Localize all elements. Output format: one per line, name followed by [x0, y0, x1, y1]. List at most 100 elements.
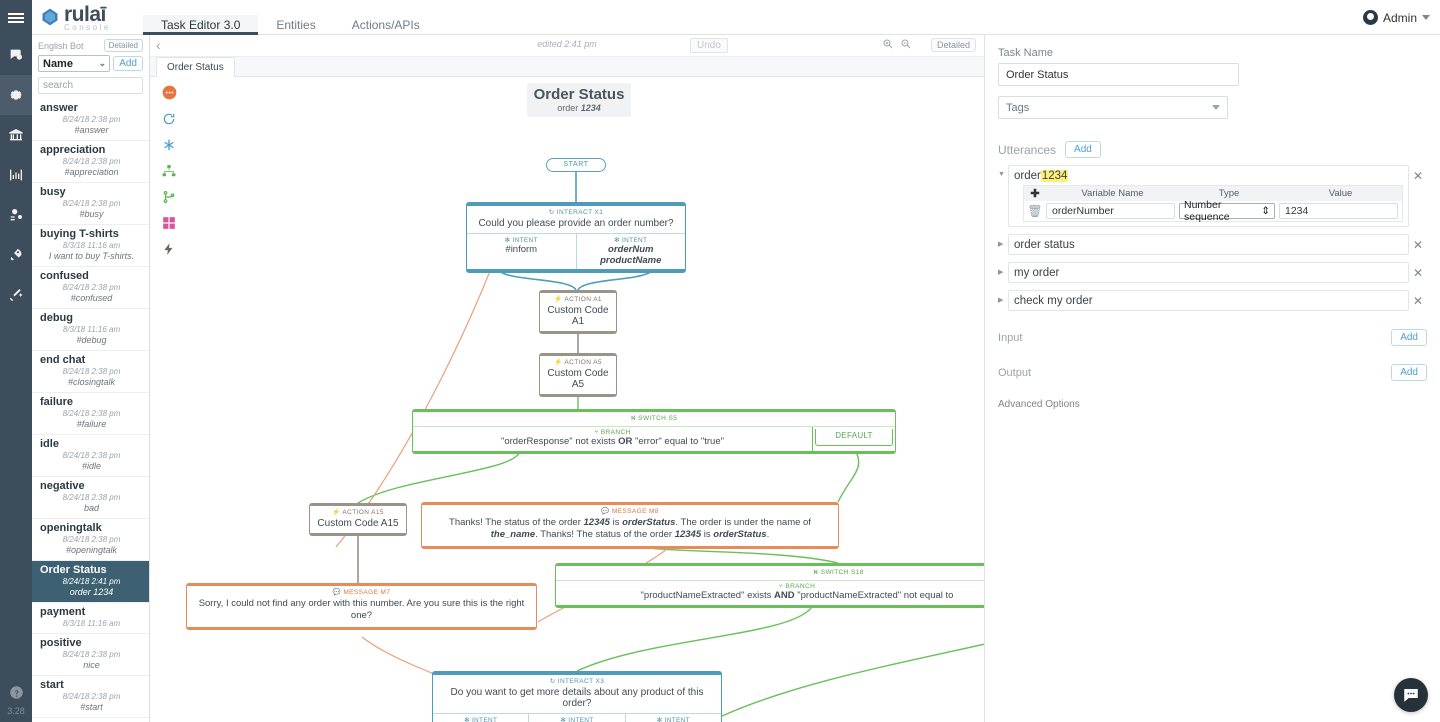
expand-toggle-icon[interactable]: ▼ [998, 171, 1005, 178]
node-interact-x3[interactable]: ↻ INTERACT X3 Do you want to get more de… [432, 671, 722, 722]
intent-slot[interactable]: ✻ INTENT #reject im done finished Não [529, 714, 626, 722]
message-icon[interactable] [162, 85, 177, 100]
close-icon[interactable]: ✕ [1412, 294, 1424, 308]
action-icon[interactable] [162, 242, 176, 256]
rail-item-tools[interactable] [0, 275, 32, 315]
task-date: 8/24/18 2:38 pm [62, 535, 121, 544]
menu-hamburger-icon[interactable] [0, 0, 32, 35]
node-start[interactable]: START [546, 158, 606, 172]
close-icon[interactable]: ✕ [1412, 266, 1424, 280]
back-icon[interactable]: ‹ [156, 37, 161, 53]
intent-value: orderNum productName [600, 244, 662, 266]
switch-branch[interactable]: ⑂ BRANCH "productNameExtracted" exists A… [556, 581, 984, 605]
intent-slot[interactable]: ✻ INTENT productName [626, 714, 721, 722]
switch-icon[interactable] [162, 164, 176, 178]
canvas-tab-order-status[interactable]: Order Status [156, 57, 235, 77]
task-date: 8/24/18 2:38 pm [62, 199, 121, 208]
utterance-input[interactable]: order 1234 [1014, 169, 1069, 182]
node-message-m8[interactable]: 💬 MESSAGE M8 Thanks! The status of the o… [421, 502, 839, 549]
search-input[interactable]: search [38, 77, 143, 94]
trash-icon[interactable]: 🗑 [1027, 204, 1043, 218]
sidebar-item-weather[interactable]: weather8/3/18 11:16 amWhat's the weather… [32, 718, 149, 722]
tab-entities[interactable]: Entities [276, 18, 316, 32]
add-task-button[interactable]: Add [113, 56, 143, 71]
table-row: 🗑 orderNumber Number sequence⇕ 1234 [1024, 199, 1402, 223]
chat-widget-button[interactable] [1394, 678, 1428, 712]
variable-type-select[interactable]: Number sequence⇕ [1179, 199, 1275, 223]
task-name: openingtalk [40, 522, 102, 534]
intent-slot[interactable]: ✻ INTENT #inform [467, 234, 577, 269]
stepper-icon: ⇕ [1261, 205, 1270, 217]
rail-item-bank[interactable] [0, 115, 32, 155]
switch-branch[interactable]: ⑂ BRANCH "orderResponse" not exists OR "… [413, 427, 813, 451]
add-variable-icon[interactable]: ✚ [1030, 188, 1040, 200]
rail-item-deploy[interactable] [0, 235, 32, 275]
task-name-input[interactable]: Order Status [998, 63, 1239, 86]
add-utterance-button[interactable]: Add [1065, 141, 1101, 158]
expand-toggle-icon[interactable]: ▶ [998, 297, 1004, 304]
variable-name-input[interactable]: orderNumber [1046, 203, 1175, 219]
switch-default[interactable]: DEFAULT [813, 427, 895, 451]
variable-value-input[interactable]: 1234 [1279, 203, 1398, 219]
sidebar-detailed-button[interactable]: Detailed [103, 39, 143, 52]
sort-select[interactable]: Name ⌄ [38, 55, 111, 72]
expand-toggle-icon[interactable]: ▶ [998, 269, 1004, 276]
close-icon[interactable]: ✕ [1412, 169, 1424, 183]
interact-icon[interactable] [162, 112, 176, 126]
tab-actions-apis[interactable]: Actions/APIs [351, 18, 420, 32]
node-action-a5[interactable]: ⚡ ACTION A5 Custom Code A5 [539, 353, 617, 397]
utterance-input[interactable]: my order [1014, 266, 1060, 279]
canvas-toolbar: ‹ edited 2:41 pm Undo Detailed [150, 35, 984, 57]
user-menu[interactable]: Admin [1362, 0, 1430, 35]
grid-icon[interactable] [162, 216, 176, 230]
task-name: answer [40, 102, 78, 114]
rail-item-chat[interactable] [0, 35, 32, 75]
node-switch-s5[interactable]: ⛕ SWITCH S5 ⑂ BRANCH "orderResponse" not… [412, 409, 896, 454]
add-output-button[interactable]: Add [1391, 364, 1427, 381]
zoom-in-icon[interactable] [882, 38, 894, 53]
help-icon[interactable] [9, 685, 24, 700]
branch-icon[interactable] [162, 190, 176, 204]
intent-slot[interactable]: ✻ INTENT orderNum productName [577, 234, 686, 269]
sort-select-value: Name [43, 57, 73, 70]
tags-select[interactable]: Tags [998, 96, 1228, 119]
node-action-a1[interactable]: ⚡ ACTION A1 Custom Code A1 [539, 290, 617, 334]
close-icon[interactable]: ✕ [1412, 238, 1424, 252]
intent-icon[interactable] [162, 138, 176, 152]
utterance-box: order status [1008, 234, 1409, 255]
tab-task-editor[interactable]: Task Editor 3.0 [143, 15, 259, 35]
task-utterance: bad [83, 503, 100, 513]
advanced-options-link[interactable]: Advanced Options [998, 399, 1080, 410]
node-message-m7[interactable]: 💬 MESSAGE M7 Sorry, I could not find any… [186, 583, 537, 630]
undo-button[interactable]: Undo [690, 38, 728, 53]
flow-canvas[interactable]: Order Status order 1234 START ↻ INTERACT… [150, 77, 984, 722]
zoom-out-icon[interactable] [900, 38, 912, 53]
node-action-a15[interactable]: ⚡ ACTION A15 Custom Code A15 [309, 503, 407, 536]
utterance-input[interactable]: check my order [1014, 294, 1093, 307]
expand-toggle-icon[interactable]: ▶ [998, 241, 1004, 248]
node-interact-x1[interactable]: ↻ INTERACT X1 Could you please provide a… [466, 202, 686, 273]
add-input-button[interactable]: Add [1391, 329, 1427, 346]
utterance-input[interactable]: order status [1014, 238, 1075, 251]
rail-item-analytics[interactable] [0, 155, 32, 195]
rail-item-settings[interactable] [0, 75, 32, 115]
rail-item-integrations[interactable] [0, 195, 32, 235]
canvas-detailed-button[interactable]: Detailed [930, 38, 976, 52]
intent-slot[interactable]: ✻ INTENT #accept yes sure yes please [433, 714, 530, 722]
node-switch-s18[interactable]: ⛕ SWITCH S18 ⑂ BRANCH "productNameExtrac… [555, 563, 984, 608]
